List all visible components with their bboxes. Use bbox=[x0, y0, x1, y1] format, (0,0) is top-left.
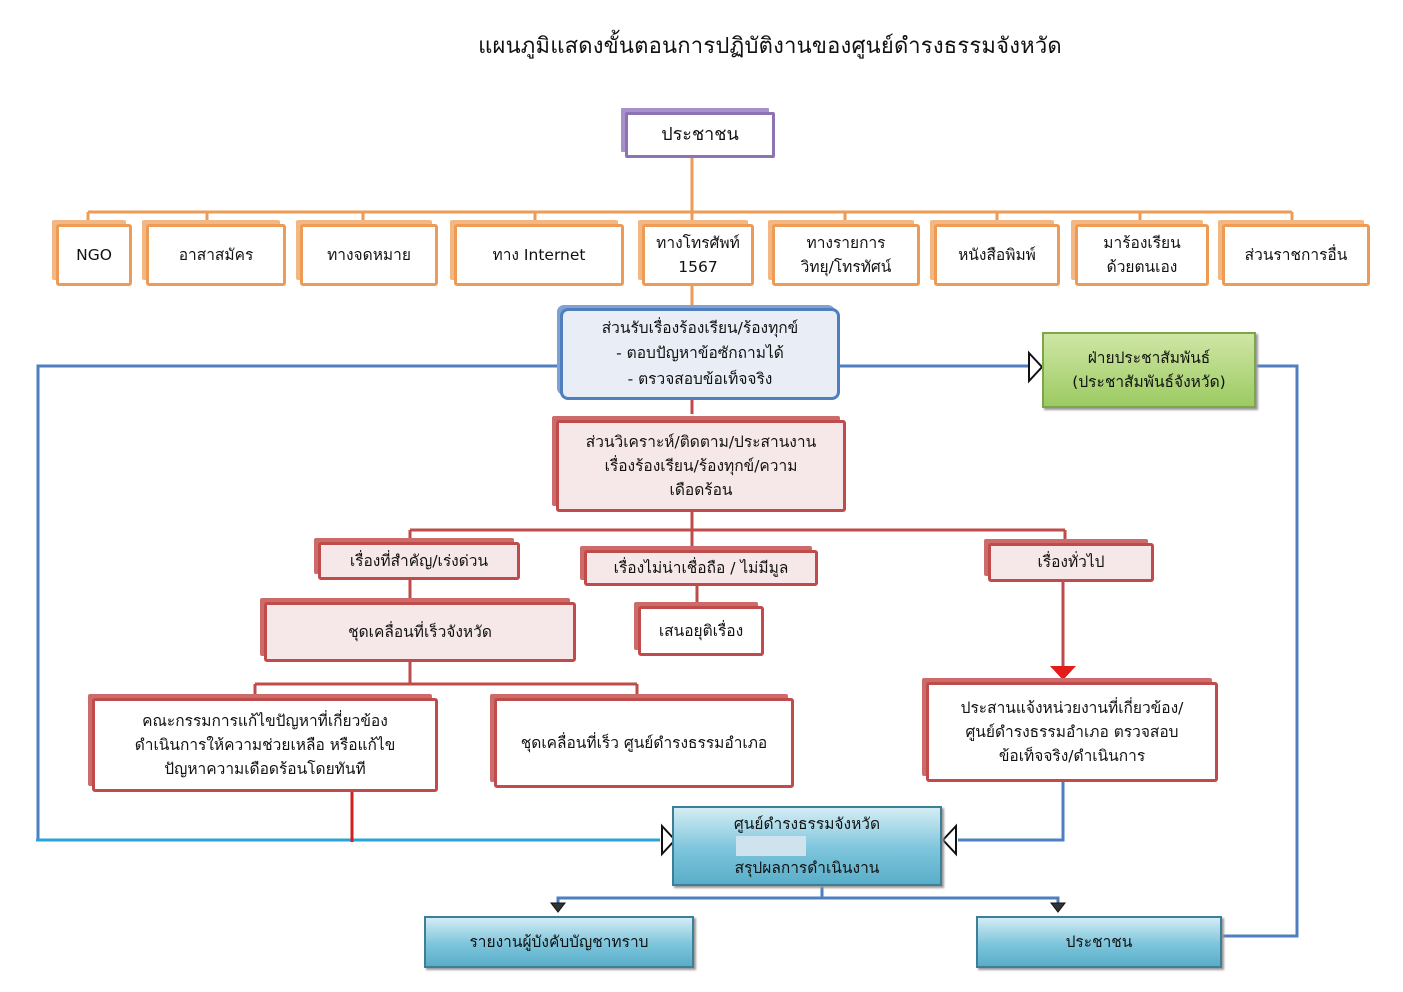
chart-title: แผนภูมิแสดงขั้นตอนการปฏิบัติงานของศูนย์ด… bbox=[478, 34, 1062, 59]
urgent-matter-box: เรื่องที่สำคัญ/เร่งด่วน bbox=[318, 542, 520, 580]
arrow-to-people bbox=[1049, 902, 1067, 913]
receive-complaints-box: ส่วนรับเรื่องร้องเรียน/ร้องทุกข์ - ตอบปั… bbox=[560, 308, 840, 400]
general-matter-box: เรื่องทั่วไป bbox=[988, 543, 1154, 582]
analysis-connectors bbox=[253, 400, 1067, 694]
channel-newspaper: หนังสือพิมพ์ bbox=[934, 224, 1060, 286]
public-relations-box: ฝ่ายประชาสัมพันธ์ (ประชาสัมพันธ์จังหวัด) bbox=[1042, 332, 1256, 408]
arrow-to-report bbox=[549, 902, 567, 913]
channel-ngo: NGO bbox=[56, 224, 132, 286]
channel-mail: ทางจดหมาย bbox=[300, 224, 438, 286]
feedback-lines bbox=[36, 364, 1299, 938]
center-summary-box: ศูนย์ดำรงธรรมจังหวัด สรุปผลการดำเนินงาน bbox=[672, 806, 942, 886]
people-bottom-box: ประชาชน bbox=[976, 916, 1222, 968]
channel-walk-in: มาร้องเรียน ด้วยตนเอง bbox=[1075, 224, 1209, 286]
channel-volunteer: อาสาสมัคร bbox=[146, 224, 286, 286]
people-top-box: ประชาชน bbox=[625, 112, 775, 158]
propose-termination-box: เสนอยุติเรื่อง bbox=[638, 606, 764, 656]
channel-connectors bbox=[86, 158, 1294, 308]
committee-box: คณะกรรมการแก้ไขปัญหาที่เกี่ยวข้อง ดำเนิน… bbox=[92, 698, 438, 792]
district-rapid-team-box: ชุดเคลื่อนที่เร็ว ศูนย์ดำรงธรรมอำเภอ bbox=[494, 698, 794, 788]
highlight-mark bbox=[735, 836, 806, 856]
channel-internet: ทาง Internet bbox=[454, 224, 624, 286]
unreliable-matter-box: เรื่องไม่น่าเชื่อถือ / ไม่มีมูล bbox=[584, 550, 818, 586]
report-to-supervisor-box: รายงานผู้บังคับบัญชาทราบ bbox=[424, 916, 694, 968]
arrow-to-summary-right bbox=[941, 823, 957, 857]
arrow-to-pr bbox=[1028, 350, 1044, 384]
analysis-box: ส่วนวิเคราะห์/ติดตาม/ประสานงาน เรื่องร้อ… bbox=[556, 420, 846, 512]
arrow-to-summary-left bbox=[661, 823, 677, 857]
channel-phone: ทางโทรศัพท์ 1567 bbox=[642, 224, 754, 286]
channel-radio-tv: ทางรายการ วิทยุ/โทรทัศน์ bbox=[772, 224, 920, 286]
arrow-to-coordinate bbox=[1050, 666, 1076, 680]
coordinate-agencies-box: ประสานแจ้งหน่วยงานที่เกี่ยวข้อง/ ศูนย์ดำ… bbox=[926, 682, 1218, 782]
province-rapid-team-box: ชุดเคลื่อนที่เร็วจังหวัด bbox=[264, 602, 576, 662]
channel-other-agency: ส่วนราชการอื่น bbox=[1222, 224, 1370, 286]
